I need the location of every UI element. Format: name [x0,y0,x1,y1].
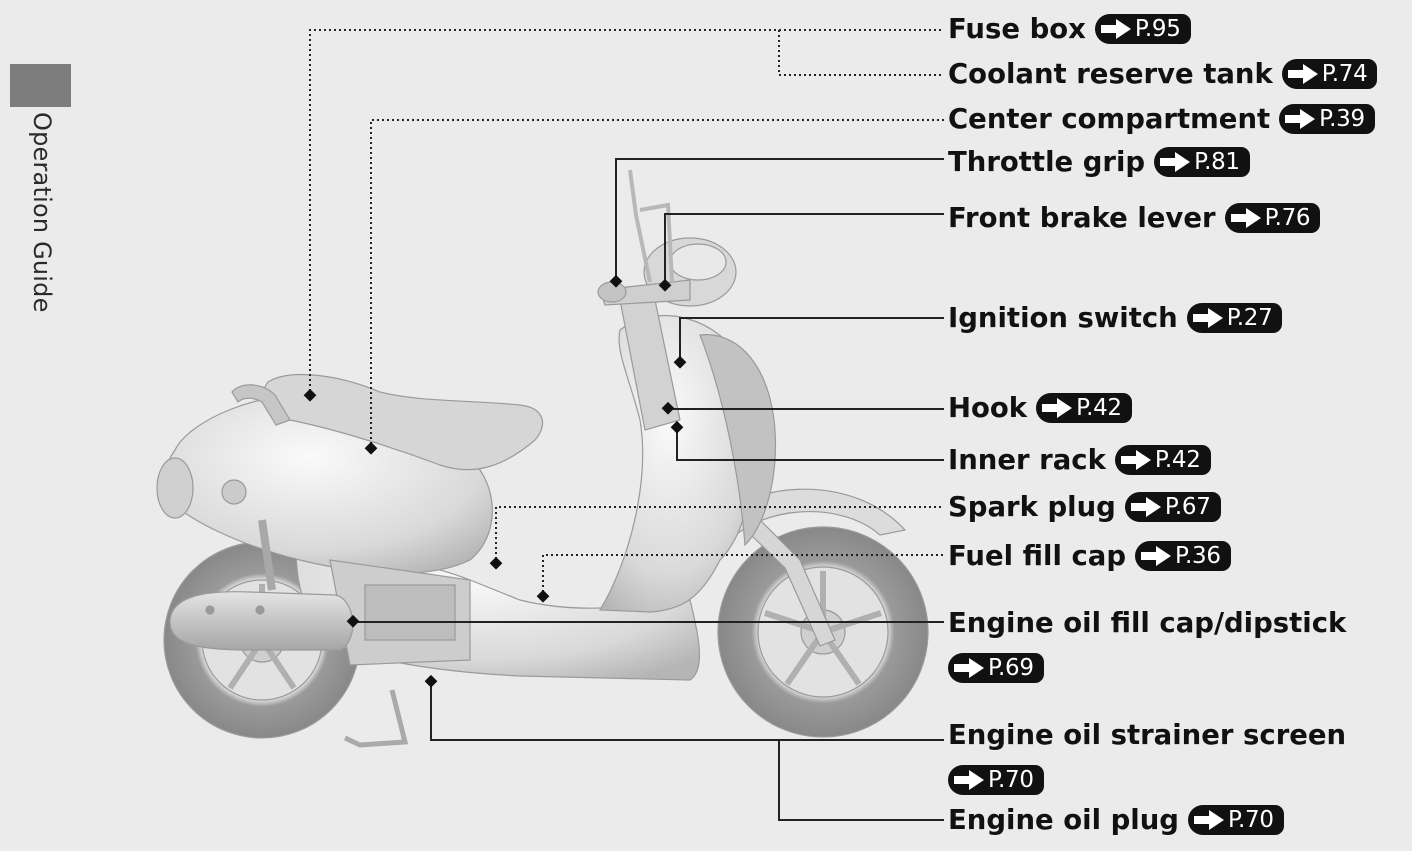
page-ref-text: P.36 [1175,541,1221,571]
label-coolant-reserve-tank: Coolant reserve tank P.74 [948,59,1377,89]
right-arrow-icon [952,657,986,679]
right-arrow-icon [1286,63,1320,85]
right-arrow-icon [1192,809,1226,831]
label-text: Throttle grip [948,147,1145,177]
label-text: Center compartment [948,104,1270,134]
page-ref-badge[interactable]: P.42 [1115,445,1211,475]
label-engine-oil-fill-cap-ref: P.69 [948,653,1044,683]
page-ref-text: P.70 [1228,805,1274,835]
label-text: Fuel fill cap [948,541,1126,571]
page-ref-text: P.69 [988,653,1034,683]
right-arrow-icon [1139,545,1173,567]
label-spark-plug: Spark plug P.67 [948,492,1221,522]
right-arrow-icon [1191,307,1225,329]
label-text: Engine oil strainer screen [948,720,1346,750]
page-ref-badge[interactable]: P.70 [1188,805,1284,835]
page-ref-text: P.67 [1165,492,1211,522]
right-arrow-icon [1283,108,1317,130]
page-ref-badge[interactable]: P.81 [1154,147,1250,177]
page-ref-badge[interactable]: P.95 [1095,14,1191,44]
page-ref-text: P.39 [1319,104,1365,134]
right-arrow-icon [1229,207,1263,229]
label-engine-oil-strainer-screen: Engine oil strainer screen [948,720,1346,750]
page-ref-text: P.81 [1194,147,1240,177]
page-ref-text: P.76 [1265,203,1311,233]
page-ref-badge[interactable]: P.76 [1225,203,1321,233]
right-arrow-icon [952,769,986,791]
label-text: Engine oil plug [948,805,1179,835]
label-fuel-fill-cap: Fuel fill cap P.36 [948,541,1231,571]
label-throttle-grip: Throttle grip P.81 [948,147,1250,177]
page-ref-badge[interactable]: P.27 [1187,303,1283,333]
page-ref-badge[interactable]: P.42 [1036,393,1132,423]
page-ref-badge[interactable]: P.67 [1125,492,1221,522]
page-ref-text: P.70 [988,765,1034,795]
label-text: Fuse box [948,14,1086,44]
page-ref-text: P.42 [1076,393,1122,423]
right-arrow-icon [1158,151,1192,173]
label-hook: Hook P.42 [948,393,1132,423]
page-ref-text: P.42 [1155,445,1201,475]
right-arrow-icon [1119,449,1153,471]
label-inner-rack: Inner rack P.42 [948,445,1211,475]
label-center-compartment: Center compartment P.39 [948,104,1375,134]
right-arrow-icon [1040,397,1074,419]
label-text: Engine oil fill cap/dipstick [948,608,1346,638]
page-ref-badge[interactable]: P.36 [1135,541,1231,571]
right-arrow-icon [1129,496,1163,518]
label-ignition-switch: Ignition switch P.27 [948,303,1282,333]
page-ref-text: P.74 [1322,59,1368,89]
label-front-brake-lever: Front brake lever P.76 [948,203,1320,233]
label-text: Ignition switch [948,303,1178,333]
page-ref-badge[interactable]: P.39 [1279,104,1375,134]
page-ref-badge[interactable]: P.69 [948,653,1044,683]
page-ref-badge[interactable]: P.74 [1282,59,1378,89]
label-text: Spark plug [948,492,1116,522]
page-ref-badge[interactable]: P.70 [948,765,1044,795]
label-engine-oil-fill-cap: Engine oil fill cap/dipstick [948,608,1346,638]
page-ref-text: P.27 [1227,303,1273,333]
label-text: Coolant reserve tank [948,59,1273,89]
label-text: Inner rack [948,445,1106,475]
label-engine-oil-plug: Engine oil plug P.70 [948,805,1284,835]
page-ref-text: P.95 [1135,14,1181,44]
scooter-illustration [157,170,928,745]
label-text: Front brake lever [948,203,1216,233]
label-engine-oil-strainer-screen-ref: P.70 [948,765,1044,795]
label-text: Hook [948,393,1027,423]
label-fuse-box: Fuse box P.95 [948,14,1191,44]
right-arrow-icon [1099,18,1133,40]
